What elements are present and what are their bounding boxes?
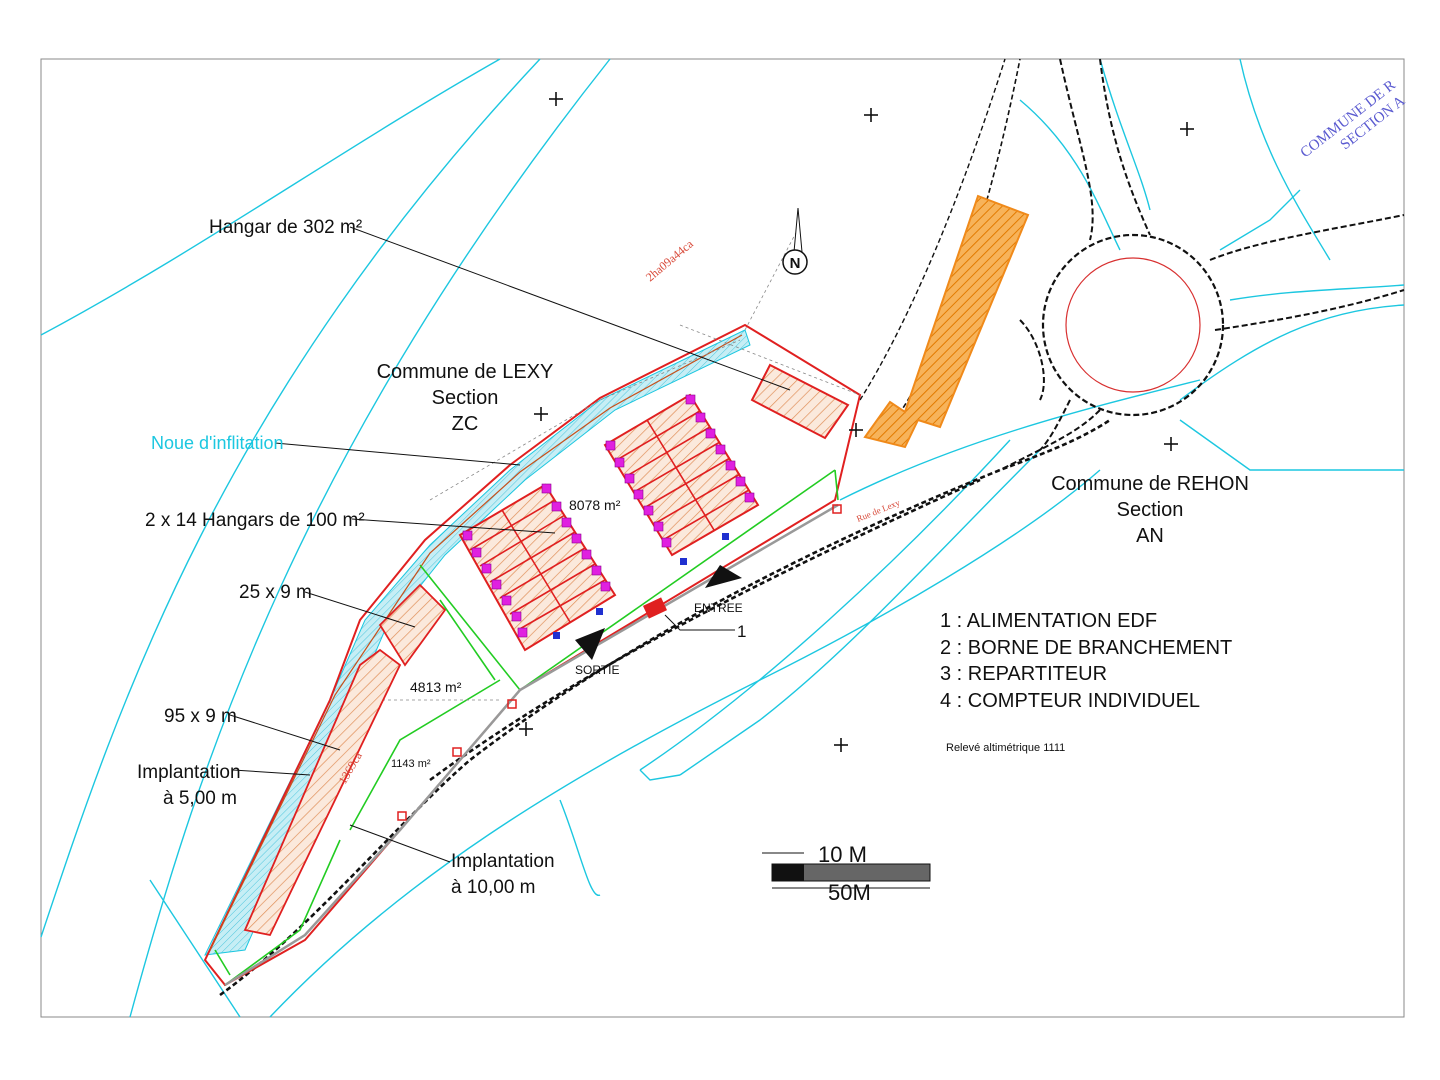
legend-item-1: 1 : ALIMENTATION EDF — [940, 610, 1157, 632]
area-4813: 4813 m² — [410, 679, 462, 695]
implantation-10-line1: Implantation — [451, 851, 555, 872]
marker-1-label: 1 — [737, 622, 746, 641]
fence-lines — [224, 503, 839, 987]
internal-paths — [214, 469, 839, 986]
hangar-302 — [750, 363, 850, 440]
releve-label: Relevé altimétrique 1111 — [946, 742, 1065, 754]
legend-item-4: 4 : COMPTEUR INDIVIDUEL — [940, 690, 1200, 712]
area-8078: 8078 m² — [569, 497, 621, 513]
legend-item-3: 3 : REPARTITEUR — [940, 663, 1107, 685]
entree-label: ENTREE — [694, 601, 743, 615]
orange-building — [863, 194, 1030, 449]
sortie-arrow — [575, 628, 605, 660]
implantation-5-line1: Implantation — [137, 762, 241, 783]
map-frame — [40, 58, 1405, 1018]
north-arrow: N — [782, 207, 808, 275]
parcel-boundary — [203, 323, 862, 987]
parcel-area-red-1: 2ha09a44ca — [643, 236, 696, 284]
commune-lexy-line3: ZC — [452, 413, 479, 435]
sortie-label: SORTIE — [575, 663, 619, 677]
commune-lexy-line2: Section — [432, 387, 499, 409]
implantation-10-line2: à 10,00 m — [451, 877, 536, 898]
building-95x9 — [243, 648, 402, 937]
size-95x9-label: 95 x 9 m — [164, 706, 237, 727]
size-25x9-label: 25 x 9 m — [239, 582, 312, 603]
implantation-5-line2: à 5,00 m — [163, 788, 237, 809]
legend-item-2: 2 : BORNE DE BRANCHEMENT — [940, 637, 1232, 659]
roundabout — [999, 58, 1405, 471]
hangar-block-left — [458, 483, 617, 652]
noue-label: Noue d'inflitation — [151, 433, 284, 453]
distribution-markers — [553, 533, 729, 639]
hangar-block-right — [603, 393, 760, 557]
commune-rehon-line1: Commune de REHON — [1051, 473, 1249, 495]
commune-rehon-line3: AN — [1136, 525, 1164, 547]
commune-rehon-line2: Section — [1117, 499, 1184, 521]
road-name-label: Rue de Lexy — [855, 497, 902, 524]
scale-label-50: 50M — [828, 880, 871, 905]
meter-markers — [462, 394, 755, 638]
commune-lexy-line1: Commune de LEXY — [377, 361, 554, 383]
building-25x9 — [378, 583, 447, 667]
north-letter: N — [790, 255, 801, 272]
hangars-100-label: 2 x 14 Hangars de 100 m² — [145, 510, 365, 531]
edf-supply — [397, 504, 842, 821]
scale-bar — [762, 852, 931, 889]
leader-lines — [229, 226, 791, 863]
entree-arrow — [705, 565, 742, 588]
area-1143: 1143 m² — [391, 758, 431, 770]
scale-label-10: 10 M — [818, 842, 867, 867]
cadastral-lines — [40, 58, 1405, 1018]
hangar-302-label: Hangar de 302 m² — [209, 217, 362, 238]
survey-markers — [519, 92, 1194, 752]
parcel-boundary-outer — [209, 334, 743, 951]
